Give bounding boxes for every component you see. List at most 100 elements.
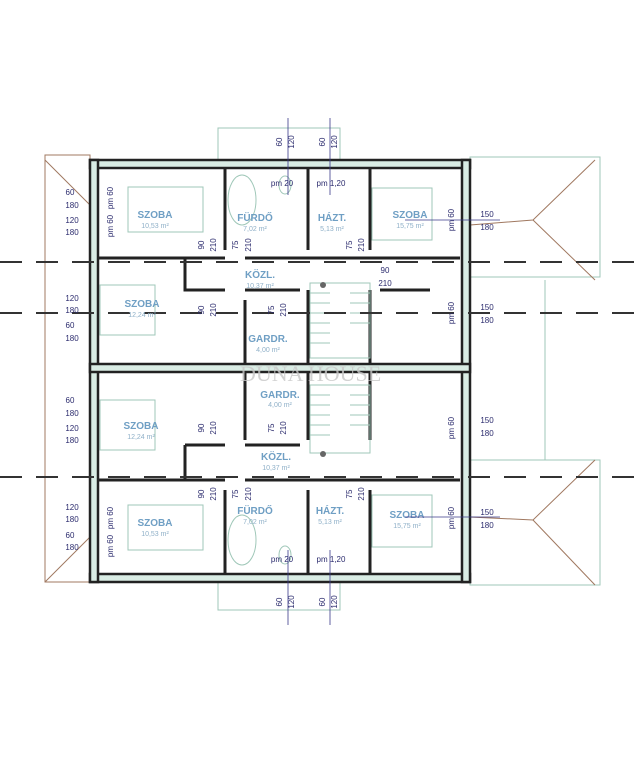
dim: 180: [65, 515, 79, 524]
furniture: [99, 174, 433, 566]
dim: 90: [381, 266, 390, 275]
dim: 60: [318, 137, 327, 146]
roof-outlines: [44, 127, 601, 611]
dim: 120: [287, 135, 296, 149]
room-label: SZOBA: [390, 510, 425, 521]
dim: 75: [345, 240, 354, 249]
dim: 120: [330, 595, 339, 609]
room-area: 5,13 m²: [320, 226, 344, 233]
dim: 180: [480, 316, 494, 325]
room-label: FÜRDŐ: [237, 211, 273, 224]
room-area: 10,53 m²: [141, 531, 169, 538]
room-area: 4,00 m²: [256, 347, 280, 354]
dim: 210: [209, 487, 218, 501]
dim: 180: [65, 201, 79, 210]
dim: 75: [267, 305, 276, 314]
room-area: 7,02 m²: [243, 519, 267, 526]
dim: pm 60: [447, 301, 456, 324]
room-area: 12,24 m²: [128, 312, 156, 319]
dim: 210: [357, 487, 366, 501]
dim: 90: [197, 489, 206, 498]
dim: 180: [480, 223, 494, 232]
room-label: HÁZT.: [318, 211, 347, 224]
room-area: 12,24 m²: [127, 434, 155, 441]
dim: pm 60: [106, 214, 115, 237]
room-area: 10,37 m²: [246, 283, 274, 290]
dim: 180: [65, 306, 79, 315]
room-label: GARDR.: [260, 390, 300, 401]
rooms-bottom: GARDR.4,00 m² SZOBA 12,24 m² KÖZL. 10,37 m…: [124, 390, 425, 538]
dim: 120: [65, 294, 79, 303]
room-label: SZOBA: [138, 210, 173, 221]
dim: pm 60: [447, 416, 456, 439]
room-area: 10,53 m²: [141, 223, 169, 230]
dim: 210: [209, 303, 218, 317]
dim: pm 60: [106, 534, 115, 557]
dim: 180: [480, 521, 494, 530]
dim: 120: [65, 503, 79, 512]
dim: pm 60: [447, 506, 456, 529]
dim: 150: [480, 508, 494, 517]
room-label: KÖZL.: [261, 450, 291, 463]
room-area: 15,75 m²: [393, 523, 421, 530]
dim: 150: [480, 210, 494, 219]
dim: 75: [345, 489, 354, 498]
dim: 60: [66, 531, 75, 540]
dim: 120: [330, 135, 339, 149]
dim: 75: [231, 240, 240, 249]
dim: 180: [65, 409, 79, 418]
dim: 210: [209, 421, 218, 435]
dim: pm 60: [106, 506, 115, 529]
dim: 180: [65, 436, 79, 445]
dim: 210: [378, 279, 392, 288]
dim: 120: [287, 595, 296, 609]
outer-walls: [88, 158, 472, 584]
room-area: 4,00 m²: [268, 402, 292, 409]
room-label: FÜRDŐ: [237, 504, 273, 517]
room-label: SZOBA: [138, 518, 173, 529]
dim: pm 1,20: [317, 179, 346, 188]
dim: 120: [65, 424, 79, 433]
room-label: GARDR.: [248, 334, 288, 345]
dim: 150: [480, 303, 494, 312]
dim: 60: [275, 137, 284, 146]
room-label: SZOBA: [124, 421, 159, 432]
dim: pm 1,20: [317, 555, 346, 564]
room-label: KÖZL.: [245, 268, 275, 281]
dim: 90: [197, 240, 206, 249]
dim: pm 60: [106, 186, 115, 209]
dim: 210: [244, 487, 253, 501]
dim: 180: [65, 228, 79, 237]
dim: 210: [244, 238, 253, 252]
dim: 90: [197, 305, 206, 314]
dim: 210: [279, 421, 288, 435]
room-label: SZOBA: [125, 299, 160, 310]
dim: 120: [65, 216, 79, 225]
room-label: SZOBA: [393, 210, 428, 221]
dim: 60: [66, 321, 75, 330]
dim: 180: [65, 334, 79, 343]
dim: 75: [267, 423, 276, 432]
dim: 60: [66, 188, 75, 197]
dim: 150: [480, 416, 494, 425]
dim: pm 20: [271, 555, 294, 564]
room-area: 7,02 m²: [243, 226, 267, 233]
dim: 75: [231, 489, 240, 498]
dim: 60: [318, 597, 327, 606]
dim: 90: [197, 423, 206, 432]
dim: 180: [65, 543, 79, 552]
room-label: HÁZT.: [316, 504, 345, 517]
room-area: 15,75 m²: [396, 223, 424, 230]
dim: 60: [275, 597, 284, 606]
room-area: 10,37 m²: [262, 465, 290, 472]
dim: 180: [480, 429, 494, 438]
room-area: 5,13 m²: [318, 519, 342, 526]
dimension-labels: 60 180 120 180 120 180 60 180 60 180 120 180 1…: [65, 118, 500, 625]
dim: 210: [209, 238, 218, 252]
dim: pm 20: [271, 179, 294, 188]
dim: 60: [66, 396, 75, 405]
watermark: DUNA HOUSE: [240, 361, 381, 386]
dim: 210: [279, 303, 288, 317]
